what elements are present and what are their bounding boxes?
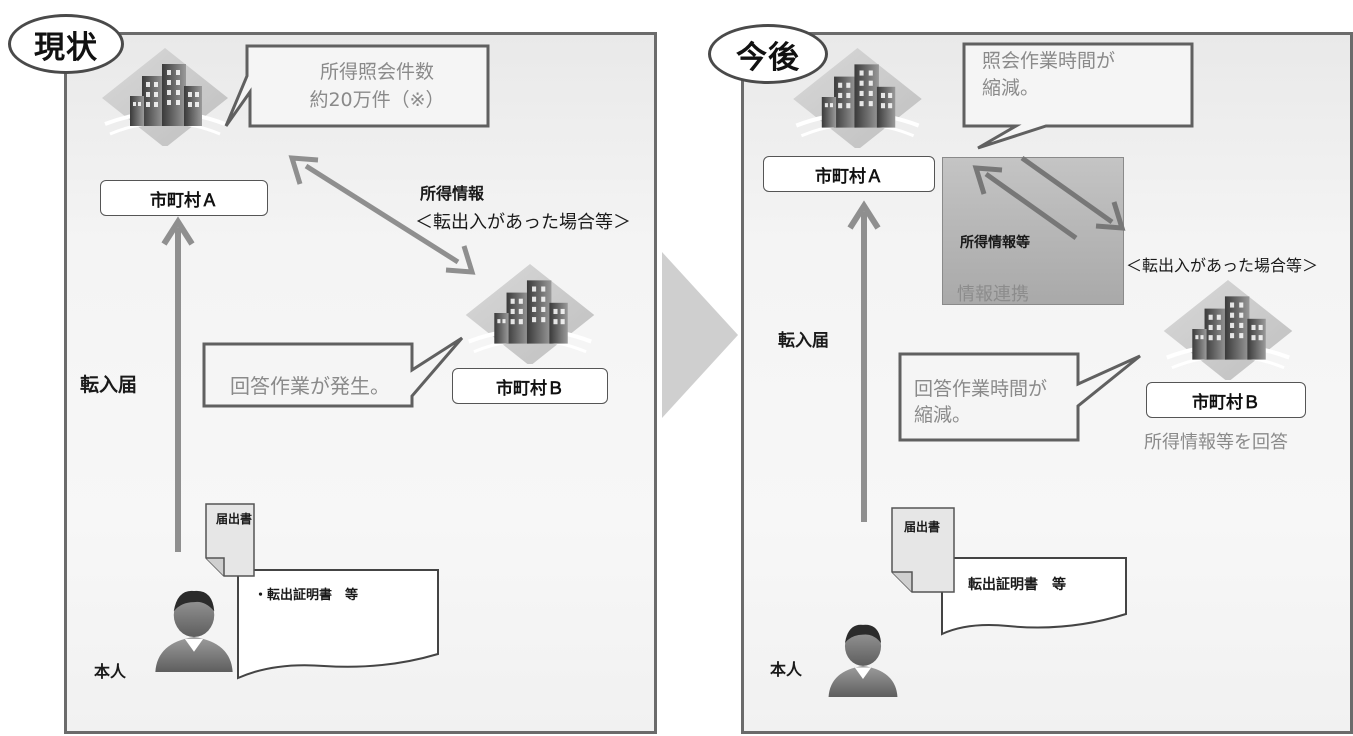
bubble-answer-outline bbox=[202, 336, 464, 408]
bubble-query-time: 照会作業時間が 縮減。 bbox=[982, 50, 1116, 99]
person-label: 本人 bbox=[94, 662, 127, 681]
bubble-query-count: 所得照会件数 約20万件（※） bbox=[309, 61, 445, 111]
info-link-label: 情報連携 bbox=[957, 284, 1029, 305]
bubble-top-outline bbox=[224, 44, 490, 128]
flow-label-income: 所得情報 bbox=[420, 184, 485, 203]
bubble-top-outline bbox=[962, 42, 1194, 150]
answer-note: 所得情報等を回答 bbox=[1144, 432, 1288, 453]
flow-label-condition: ＜転出入があった場合等＞ bbox=[1126, 256, 1319, 275]
person-icon bbox=[828, 624, 898, 697]
doc-item: ・転出証明書 等 bbox=[254, 588, 359, 603]
doc-title: 届出書 bbox=[216, 512, 253, 526]
future-badge: 今後 bbox=[708, 24, 828, 84]
transition-arrow-icon bbox=[662, 252, 738, 418]
bubble-answer-work: 回答作業が発生。 bbox=[230, 374, 390, 398]
bubble-answer-time: 回答作業時間が 縮減。 bbox=[914, 378, 1048, 426]
move-in-label: 転入届 bbox=[778, 331, 829, 351]
city-b-label: 市町村Ｂ bbox=[452, 368, 608, 404]
flow-label-condition: ＜転出入があった場合等＞ bbox=[415, 212, 631, 233]
city-a-label: 市町村Ａ bbox=[763, 156, 935, 192]
move-in-label: 転入届 bbox=[80, 374, 138, 396]
person-label: 本人 bbox=[770, 660, 803, 679]
bubble-answer-outline bbox=[898, 352, 1141, 442]
document-icon bbox=[205, 503, 439, 680]
document-icon bbox=[891, 507, 1127, 636]
city-a-label: 市町村Ａ bbox=[100, 180, 268, 216]
doc-item: 転出証明書 等 bbox=[968, 577, 1066, 593]
link-label: 所得情報等 bbox=[960, 235, 1030, 251]
city-b-label: 市町村Ｂ bbox=[1146, 382, 1306, 418]
doc-title: 届出書 bbox=[904, 520, 941, 534]
current-badge: 現状 bbox=[8, 14, 124, 74]
info-link-box bbox=[942, 157, 1124, 305]
